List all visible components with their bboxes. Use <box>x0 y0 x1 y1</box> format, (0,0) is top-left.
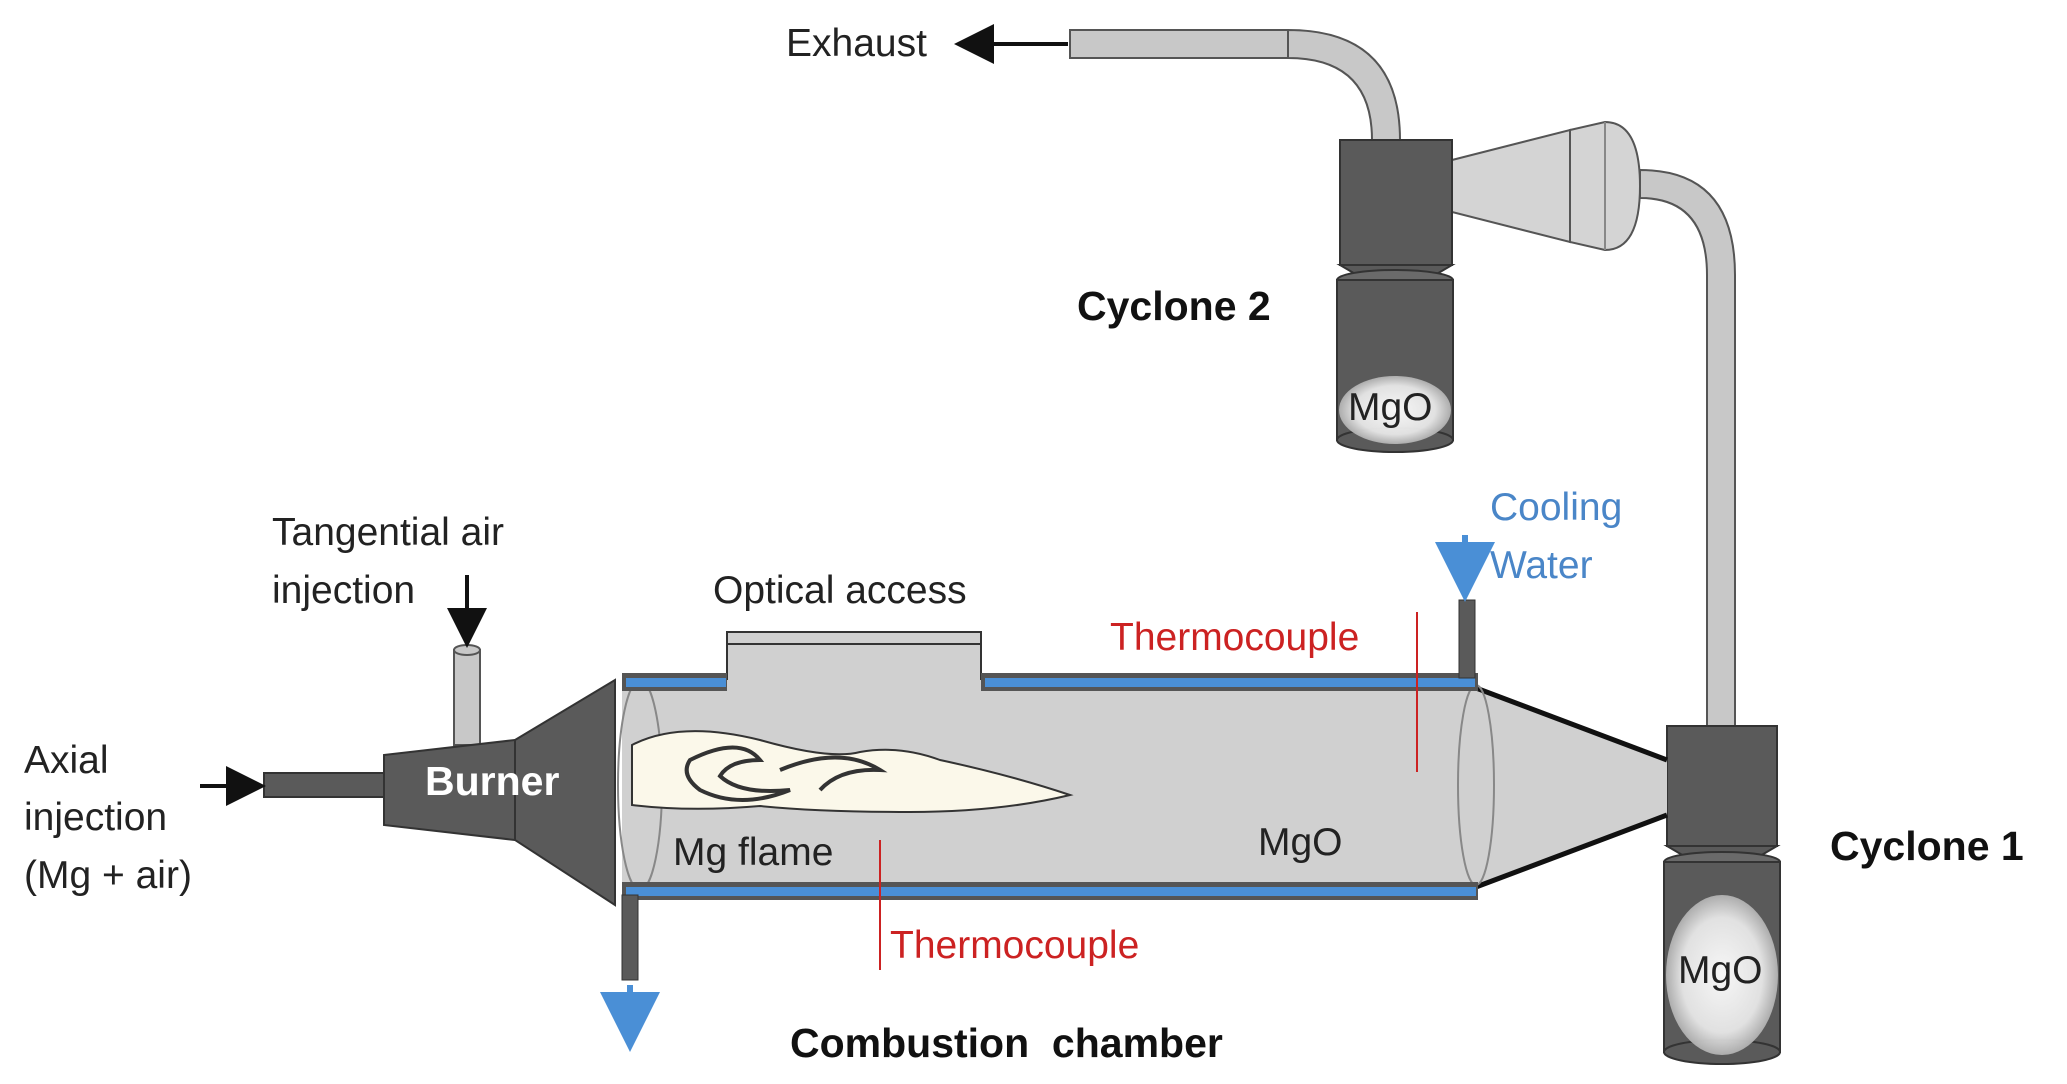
tangential-label-line1: Tangential air <box>272 511 504 554</box>
axial-label-line2: injection <box>24 796 167 839</box>
combustion-chamber-label: Combustion chamber <box>790 1020 1223 1066</box>
burner-label: Burner <box>425 758 559 804</box>
connecting-pipe <box>1639 168 1736 731</box>
cyclone-1-label: Cyclone 1 <box>1830 823 2024 869</box>
cyclone-2-label: Cyclone 2 <box>1077 283 1271 329</box>
burner <box>263 644 616 907</box>
outlet-cone <box>1476 690 1667 885</box>
axial-label-line1: Axial <box>24 739 109 782</box>
thermocouple-top-label: Thermocouple <box>1110 616 1359 659</box>
exhaust-pipe <box>1069 28 1402 141</box>
cyclone-1 <box>1663 725 1781 1065</box>
axial-label-line3: (Mg + air) <box>24 854 192 897</box>
cooling-water-label-line1: Cooling <box>1490 486 1622 529</box>
chamber-mgo-label: MgO <box>1258 821 1343 864</box>
thermocouple-bottom-label: Thermocouple <box>890 924 1139 967</box>
exhaust-label: Exhaust <box>786 22 927 65</box>
cyclone-1-mgo-label: MgO <box>1678 949 1763 992</box>
cyclone-2 <box>1336 120 1642 453</box>
tangential-label-line2: injection <box>272 569 415 612</box>
mg-flame <box>631 730 1074 814</box>
optical-access-label: Optical access <box>713 569 967 612</box>
mg-flame-label: Mg flame <box>673 831 833 874</box>
cooling-water-label-line2: Water <box>1490 544 1593 587</box>
cyclone-2-mgo-label: MgO <box>1348 386 1433 429</box>
